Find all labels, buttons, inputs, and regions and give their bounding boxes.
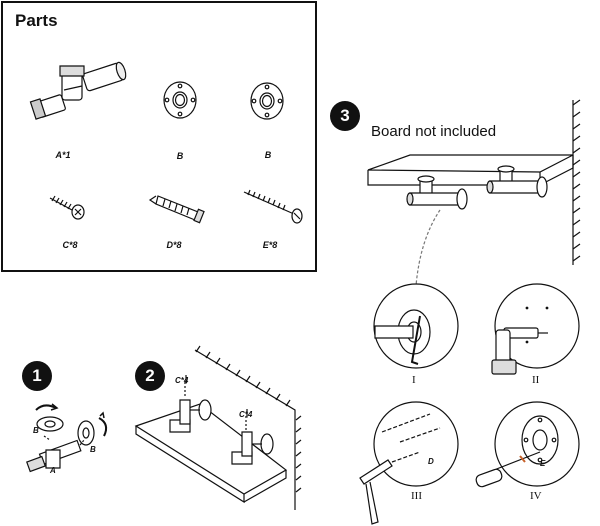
step2-label-c-right: C*4 [239,410,253,419]
step-1-badge: 1 [22,361,52,391]
step2-illustration [136,346,301,510]
step-2-badge: 2 [135,361,165,391]
part-c-screw-icon [50,196,84,219]
step1-label-b-right: B [90,445,96,454]
detail-1-numeral: I [412,374,416,386]
detail-3-illustration [360,402,458,524]
step1-illustration [27,404,106,471]
detail-2-numeral: II [532,374,540,386]
detail-3-label-d: D [428,457,434,466]
step2-label-c-left: C*4 [175,376,189,385]
step1-label-a: A [50,466,56,475]
step3-illustration [368,100,580,286]
board-not-included-note: Board not included [371,123,497,140]
part-b-flange-icon-2 [251,83,283,119]
part-d-anchor-icon [150,196,204,223]
parts-panel: Parts [1,1,317,272]
part-e-label: E*8 [262,240,278,250]
detail-4-numeral: IV [530,490,542,502]
step-3-badge: 3 [330,101,360,131]
detail-3-numeral: III [411,490,422,502]
detail-4-illustration [475,402,579,488]
detail-4-label-e: E [540,459,546,468]
part-b-flange-icon [164,82,196,118]
part-d-label: D*8 [166,240,182,250]
part-e-screw-icon [244,190,302,223]
detail-1-illustration [374,284,458,368]
part-a-label: A*1 [55,150,71,160]
part-c-label: C*8 [62,240,78,250]
part-a-fitting-icon [30,61,127,119]
part-b-label: B [176,151,184,161]
part-b-label-2: B [264,150,272,160]
detail-2-illustration [492,284,579,374]
step1-label-b-left: B [33,426,39,435]
parts-title: Parts [15,11,58,30]
